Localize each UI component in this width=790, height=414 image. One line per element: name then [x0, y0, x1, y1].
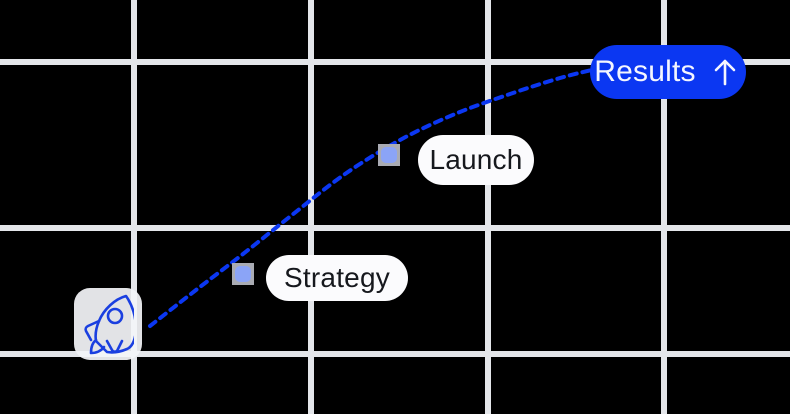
strategy-label[interactable]: Strategy [266, 255, 408, 301]
strategy-label-text: Strategy [284, 262, 390, 293]
launch-label[interactable]: Launch [418, 135, 534, 185]
results-label[interactable]: Results [590, 45, 746, 99]
results-label-text: Results [594, 55, 696, 88]
grid-line-horizontal-3 [0, 351, 790, 357]
grid-line-horizontal-1 [0, 59, 790, 65]
growth-curve-path [148, 66, 602, 328]
grid-line-vertical-1 [131, 0, 137, 414]
strategy-marker [232, 263, 254, 285]
rocket-badge [74, 288, 142, 360]
grid-line-vertical-3 [485, 0, 491, 414]
strategy-marker-dot [235, 266, 251, 282]
arrow-up-icon [712, 57, 738, 87]
launch-marker-dot [381, 147, 397, 163]
grid-line-vertical-4 [661, 0, 667, 414]
grid-line-vertical-2 [308, 0, 314, 414]
launch-label-text: Launch [429, 144, 523, 175]
launch-marker [378, 144, 400, 166]
grid-line-horizontal-2 [0, 225, 790, 231]
rocket-icon [84, 294, 134, 355]
